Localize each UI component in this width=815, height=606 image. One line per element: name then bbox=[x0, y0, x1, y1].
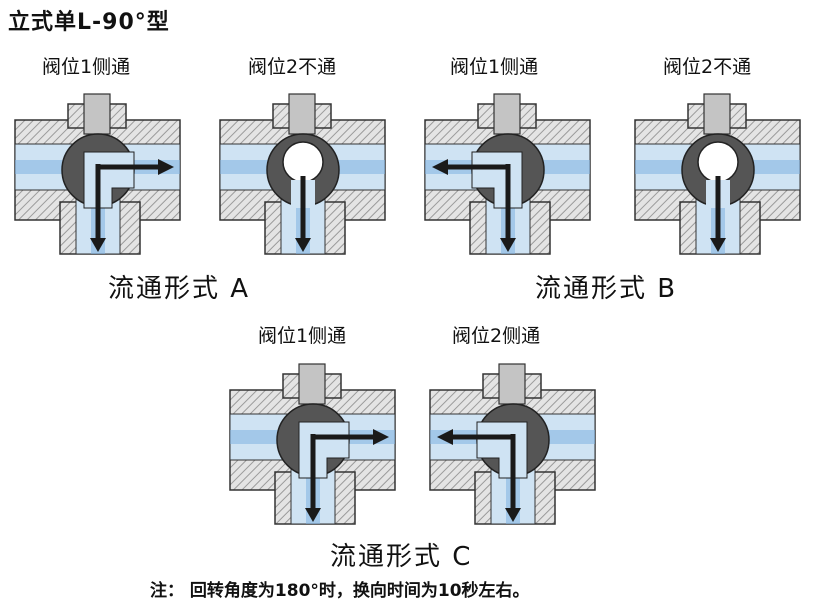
valve-4-label: 阀位2不通 bbox=[663, 56, 752, 78]
valve-stem bbox=[288, 93, 316, 135]
valve-diagram-2 bbox=[219, 93, 386, 255]
valve-2-label: 阀位2不通 bbox=[248, 56, 337, 78]
flow-arrow-down-head bbox=[500, 238, 516, 252]
diagram-title: 立式单L-90°型 bbox=[8, 10, 170, 35]
flow-arrow-down-head bbox=[90, 238, 106, 252]
valve-diagram-1 bbox=[14, 93, 181, 255]
flow-arrow-left-head bbox=[437, 429, 453, 445]
valve-1-label: 阀位1侧通 bbox=[42, 56, 131, 78]
valve-stem bbox=[498, 363, 526, 405]
valve-diagram-4 bbox=[634, 93, 801, 255]
valve-diagram-6 bbox=[429, 363, 596, 525]
flow-arrow-down-head bbox=[710, 238, 726, 252]
flow-form-a-label: 流通形式 A bbox=[108, 274, 251, 304]
valve-3-label: 阀位1侧通 bbox=[450, 56, 539, 78]
valve-5-label: 阀位1侧通 bbox=[258, 325, 347, 347]
flow-arrow-left-head bbox=[432, 159, 448, 175]
valve-stem bbox=[298, 363, 326, 405]
valve-stem bbox=[703, 93, 731, 135]
valve-diagram-5 bbox=[229, 363, 396, 525]
valve-diagram-3 bbox=[424, 93, 591, 255]
flow-arrow-right-head bbox=[373, 429, 389, 445]
flow-arrow-right-head bbox=[158, 159, 174, 175]
flow-arrow-down-head bbox=[295, 238, 311, 252]
valve-6-label: 阀位2侧通 bbox=[452, 325, 541, 347]
valve-stem bbox=[493, 93, 521, 135]
valve-stem bbox=[83, 93, 111, 135]
flow-form-b-label: 流通形式 B bbox=[535, 274, 678, 304]
flow-form-c-label: 流通形式 C bbox=[330, 542, 473, 572]
footnote: 注： 回转角度为180°时，换向时间为10秒左右。 bbox=[150, 581, 530, 601]
flow-arrow-down-head bbox=[505, 508, 521, 522]
flow-arrow-down-head bbox=[305, 508, 321, 522]
